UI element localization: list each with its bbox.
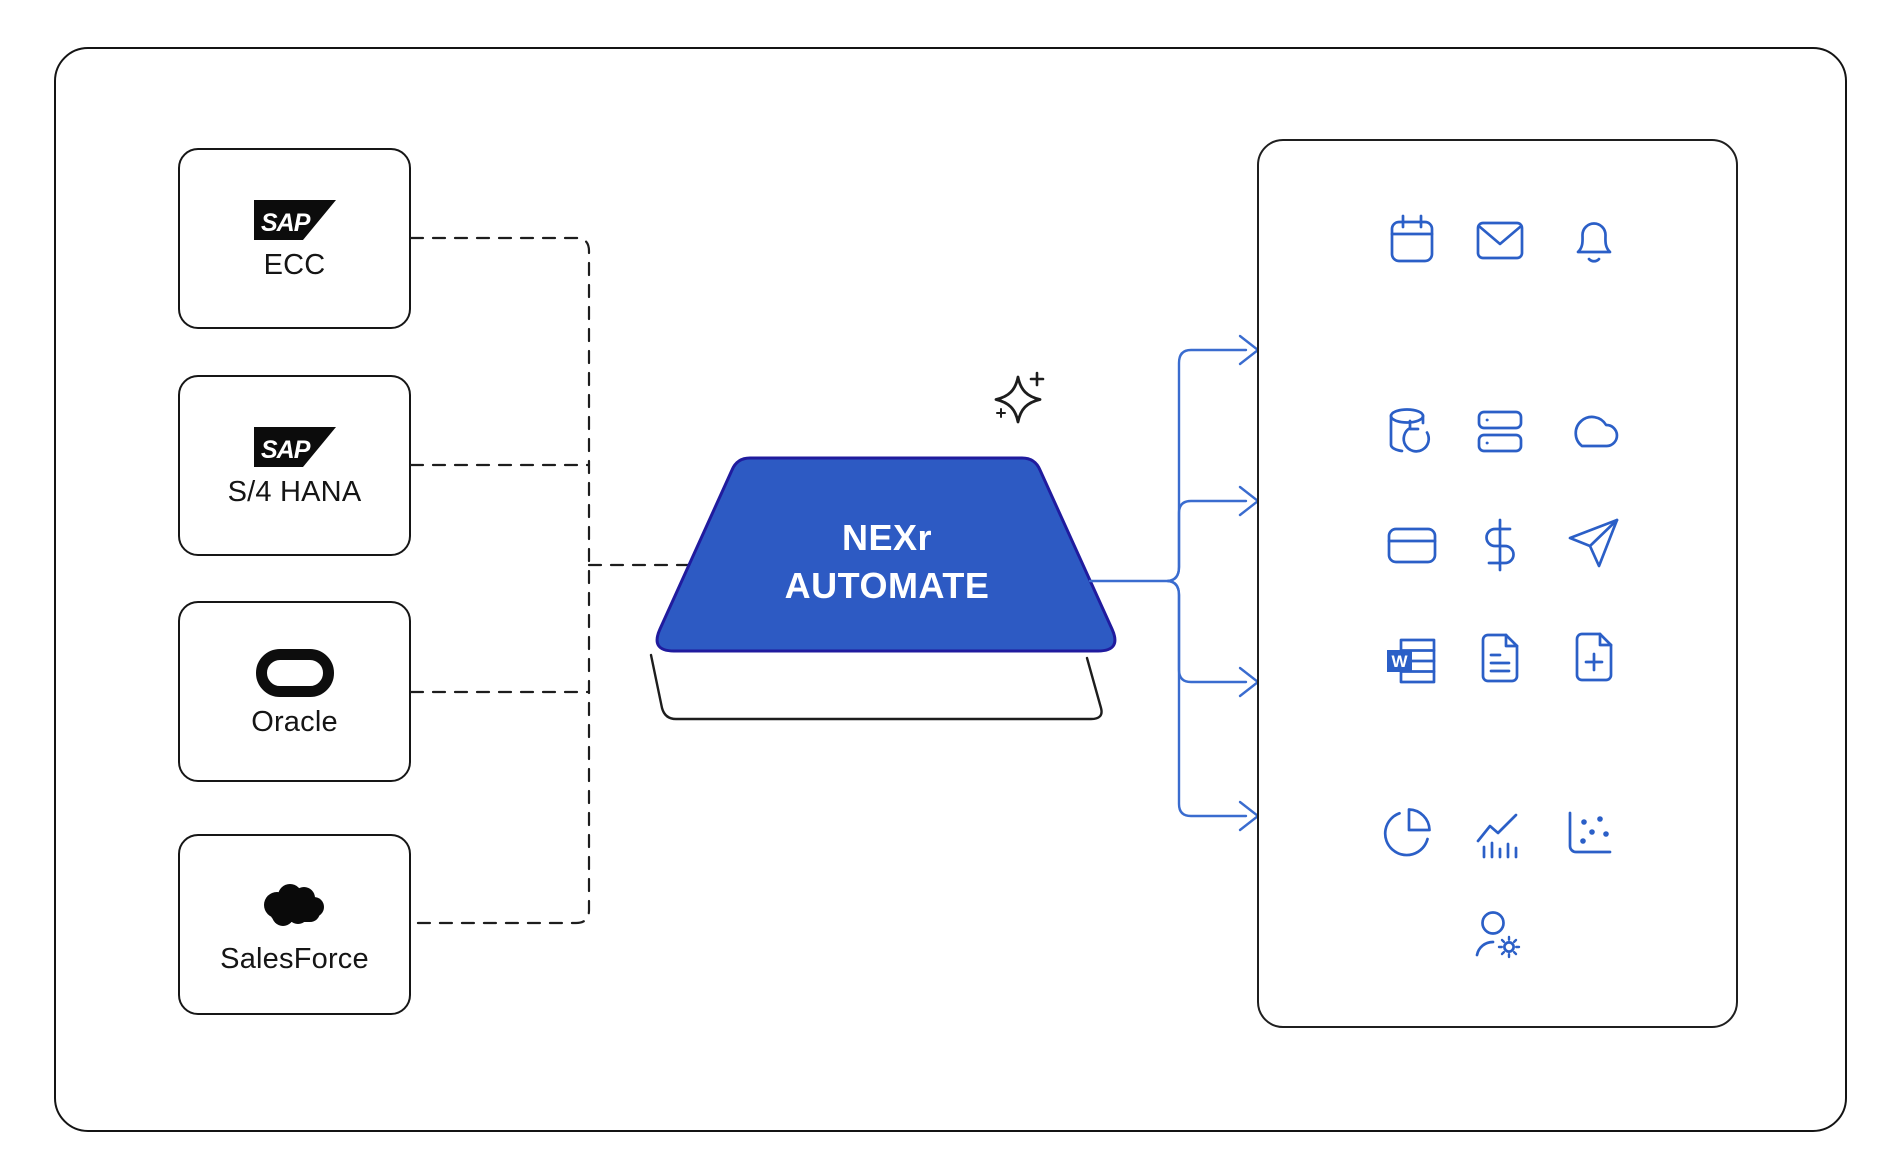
document-text-icon — [1472, 630, 1528, 686]
sap-logo-text: SAP — [261, 436, 311, 464]
hub-trapezoid — [655, 456, 1117, 653]
oracle-logo — [255, 648, 334, 697]
source-bus-dashed-line — [409, 236, 591, 925]
source-box-sap-ecc: SAP ECC — [178, 148, 411, 329]
salesforce-cloud-logo — [263, 883, 324, 926]
branch-line-4 — [1166, 579, 1248, 818]
source-label: SalesForce — [220, 942, 369, 975]
sparkle-icon — [994, 371, 1045, 424]
source-box-oracle: Oracle — [178, 601, 411, 782]
pie-chart-icon — [1379, 805, 1435, 861]
hub-title-line1: NEXr — [841, 517, 933, 558]
notification-bell-icon — [1566, 210, 1622, 266]
file-add-icon — [1566, 629, 1622, 685]
credit-card-icon — [1384, 517, 1440, 573]
source-box-salesforce: SalesForce — [178, 834, 411, 1015]
hub-base-outline — [649, 653, 1103, 721]
database-sync-icon — [1384, 404, 1440, 460]
sap-logo: SAP — [253, 426, 336, 467]
source-label: Oracle — [251, 705, 338, 738]
hub-title: NEXr AUTOMATE — [732, 514, 1042, 610]
word-document-icon: W — [1383, 633, 1439, 689]
branch-line-2 — [1166, 499, 1248, 583]
automation-output-panel — [1257, 139, 1738, 1028]
calendar-icon — [1384, 213, 1440, 269]
sap-logo: SAP — [253, 199, 336, 240]
hub-title-line2: AUTOMATE — [784, 564, 990, 606]
word-glyph: W — [1391, 652, 1408, 671]
user-settings-icon — [1470, 908, 1526, 964]
cloud-icon — [1566, 402, 1622, 458]
send-paper-plane-icon — [1566, 515, 1622, 571]
scatter-plot-icon — [1561, 804, 1617, 860]
dollar-currency-icon — [1472, 517, 1528, 573]
source-label: ECC — [263, 248, 326, 281]
performance-chart-icon — [1472, 805, 1528, 861]
server-icon — [1472, 403, 1528, 459]
source-box-sap-s4hana: SAP S/4 HANA — [178, 375, 411, 556]
source-label: S/4 HANA — [227, 475, 362, 508]
sap-logo-text: SAP — [261, 209, 311, 237]
mail-icon — [1472, 212, 1528, 268]
